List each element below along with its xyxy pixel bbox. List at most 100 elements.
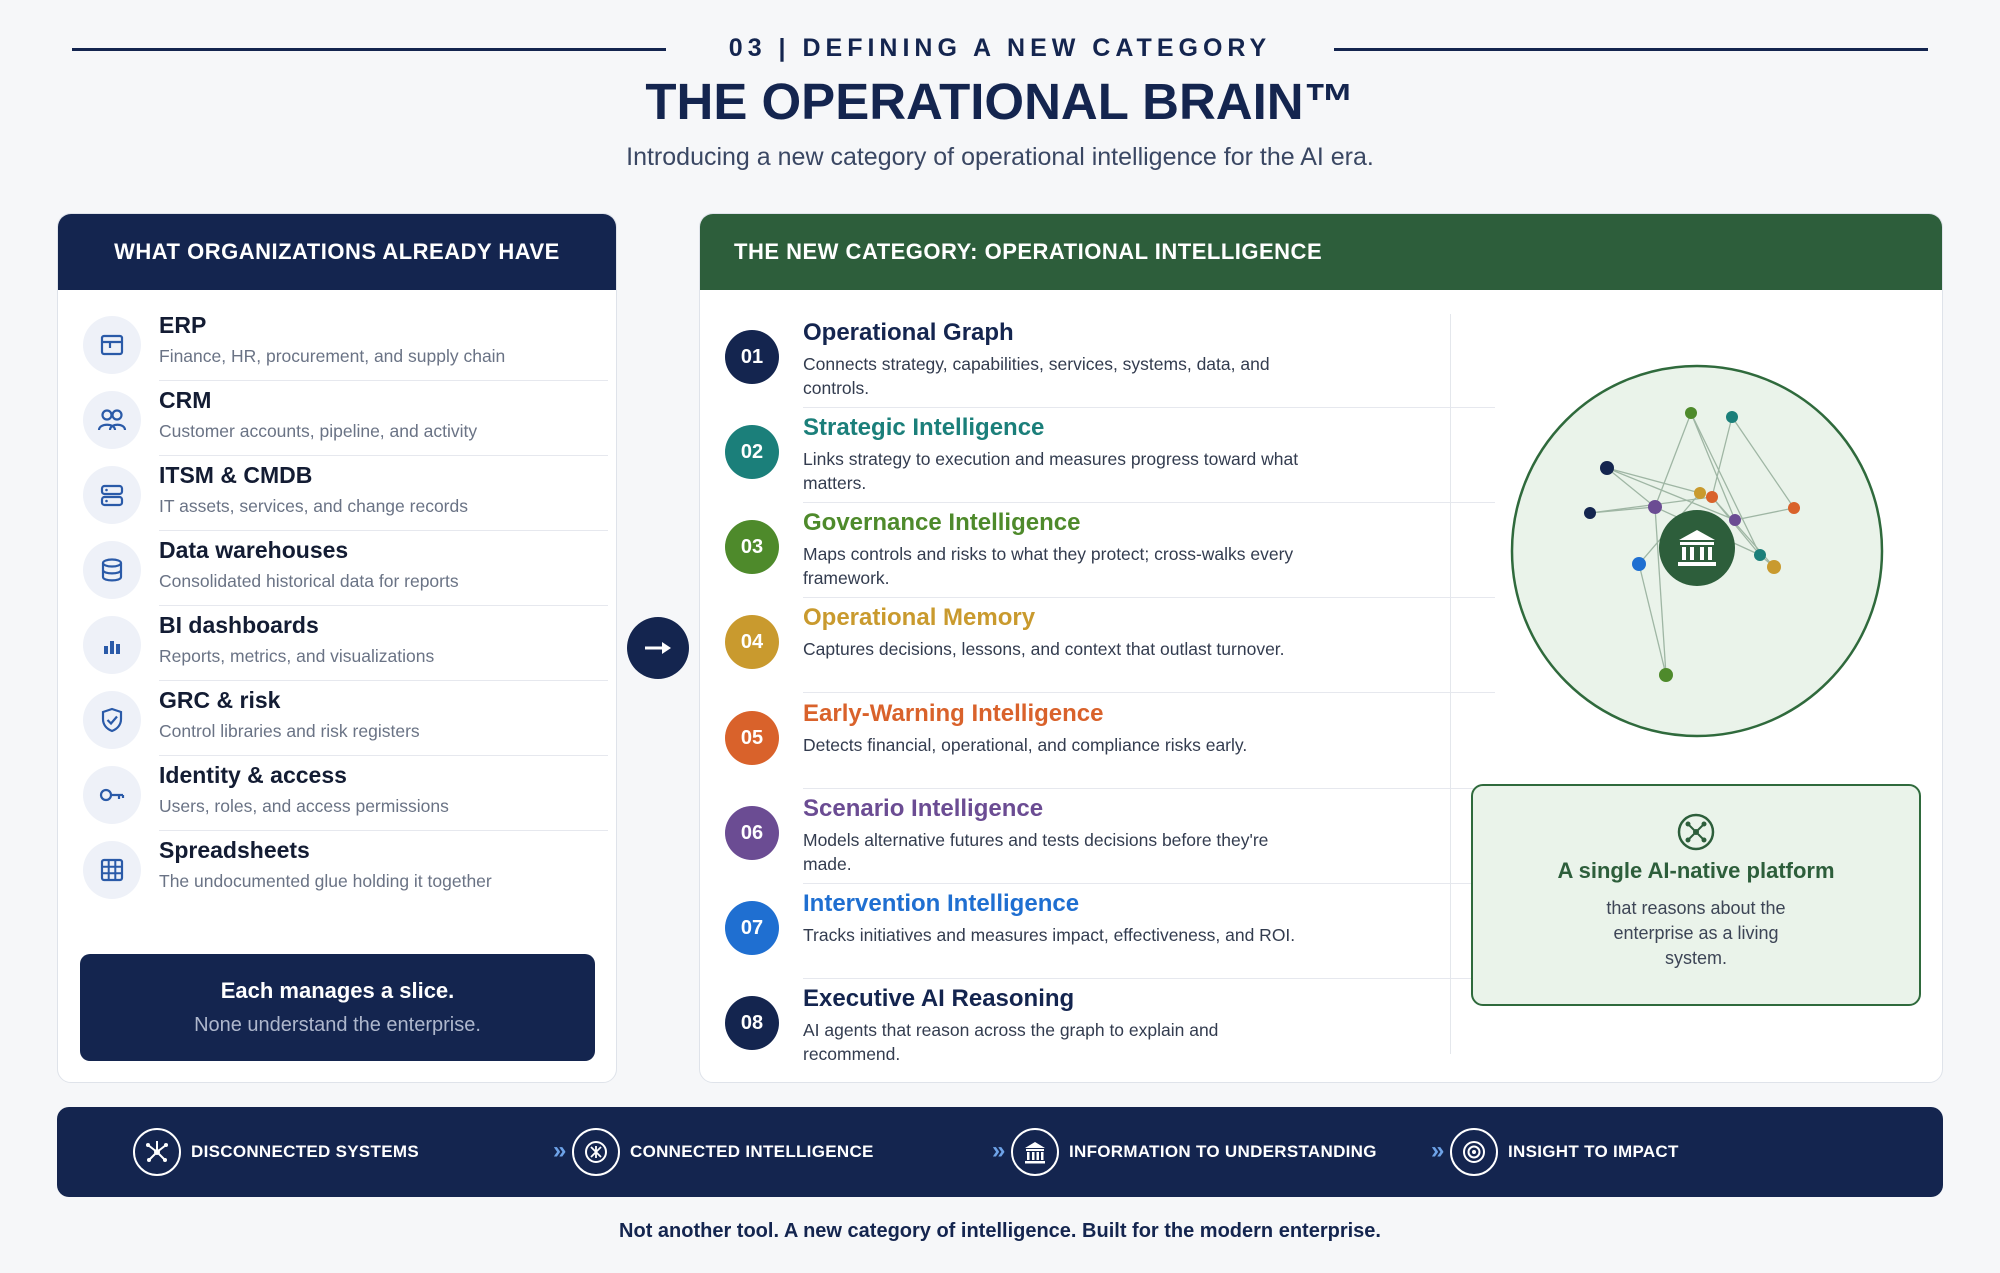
system-desc: Consolidated historical data for reports <box>159 571 459 591</box>
system-desc: Users, roles, and access permissions <box>159 796 449 816</box>
column-divider <box>1450 314 1451 1054</box>
divider <box>159 755 608 756</box>
scatter-nodes-icon <box>133 1128 181 1176</box>
institution-icon <box>1011 1128 1059 1176</box>
divider <box>159 605 608 606</box>
capability-name: Operational Memory <box>803 604 1036 631</box>
header-rule-left <box>72 48 666 51</box>
capability-desc: Captures decisions, lessons, and context… <box>803 639 1285 659</box>
new-category-heading: THE NEW CATEGORY: OPERATIONAL INTELLIGEN… <box>700 214 1942 290</box>
system-desc: Finance, HR, procurement, and supply cha… <box>159 346 506 366</box>
divider <box>803 692 1495 693</box>
flow-step-label: CONNECTED INTELLIGENCE <box>630 1142 874 1161</box>
divider <box>803 883 1495 884</box>
divider <box>803 978 1495 979</box>
capability-name: Governance Intelligence <box>803 509 1081 536</box>
system-name: CRM <box>159 387 212 413</box>
list-item: GRC & risk Control libraries and risk re… <box>83 687 608 764</box>
capability-item: 08 Executive AI Reasoning AI agents that… <box>725 985 1375 1082</box>
existing-systems-heading: WHAT ORGANIZATIONS ALREADY HAVE <box>58 214 616 290</box>
system-name: GRC & risk <box>159 687 281 713</box>
capability-item: 01 Operational Graph Connects strategy, … <box>725 319 1495 417</box>
capability-number: 04 <box>725 615 779 669</box>
system-desc: Customer accounts, pipeline, and activit… <box>159 421 478 441</box>
capability-number: 05 <box>725 711 779 765</box>
capability-number: 06 <box>725 806 779 860</box>
capability-item: 03 Governance Intelligence Maps controls… <box>725 509 1495 607</box>
database-icon <box>83 541 141 599</box>
target-icon <box>1450 1128 1498 1176</box>
capability-desc: Connects strategy, capabilities, service… <box>803 354 1270 398</box>
capability-number: 07 <box>725 901 779 955</box>
bar-chart-icon <box>83 616 141 674</box>
divider <box>159 680 608 681</box>
section-eyebrow: 03 | DEFINING A NEW CATEGORY <box>728 34 1272 62</box>
list-item: ITSM & CMDB IT assets, services, and cha… <box>83 462 608 539</box>
system-name: ERP <box>159 312 207 338</box>
capability-name: Executive AI Reasoning <box>803 985 1075 1012</box>
capability-name: Operational Graph <box>803 319 1014 346</box>
system-desc: IT assets, services, and change records <box>159 496 468 516</box>
divider <box>803 502 1495 503</box>
flow-step-label: DISCONNECTED SYSTEMS <box>191 1142 419 1161</box>
system-name: Spreadsheets <box>159 837 310 863</box>
flow-step-label: INSIGHT TO IMPACT <box>1508 1142 1679 1161</box>
existing-systems-list: ERP Finance, HR, procurement, and supply… <box>83 312 608 914</box>
institution-icon <box>1659 510 1735 586</box>
list-item: Spreadsheets The undocumented glue holdi… <box>83 837 608 914</box>
list-item: BI dashboards Reports, metrics, and visu… <box>83 612 608 689</box>
chevron-right-icon: » <box>1431 1137 1445 1164</box>
divider <box>803 597 1495 598</box>
divider <box>159 530 608 531</box>
connected-nodes-icon <box>572 1128 620 1176</box>
flow-step: CONNECTED INTELLIGENCE <box>572 1107 874 1197</box>
arrow-right-icon <box>627 617 689 679</box>
capability-desc: Detects financial, operational, and comp… <box>803 735 1248 755</box>
capability-name: Scenario Intelligence <box>803 795 1044 822</box>
list-item: ERP Finance, HR, procurement, and supply… <box>83 312 608 389</box>
capability-item: 07 Intervention Intelligence Tracks init… <box>725 890 1495 988</box>
platform-desc: that reasons about the enterprise as a l… <box>1606 898 1786 968</box>
system-name: Data warehouses <box>159 537 349 563</box>
header-rule-right <box>1334 48 1928 51</box>
slice-callout-subtitle: None understand the enterprise. <box>194 1014 481 1036</box>
list-item: Data warehouses Consolidated historical … <box>83 537 608 614</box>
capability-number: 03 <box>725 520 779 574</box>
capability-desc: Maps controls and risks to what they pro… <box>803 544 1294 588</box>
platform-callout: A single AI-native platform that reasons… <box>1471 784 1921 1006</box>
capability-name: Strategic Intelligence <box>803 414 1045 441</box>
new-category-panel: THE NEW CATEGORY: OPERATIONAL INTELLIGEN… <box>699 213 1943 1083</box>
system-name: ITSM & CMDB <box>159 462 313 488</box>
graph-nodes <box>1584 407 1800 682</box>
capability-item: 04 Operational Memory Captures decisions… <box>725 604 1495 702</box>
capability-item: 05 Early-Warning Intelligence Detects fi… <box>725 700 1495 798</box>
capability-number: 01 <box>725 330 779 384</box>
capability-name: Intervention Intelligence <box>803 890 1080 917</box>
system-name: Identity & access <box>159 762 347 788</box>
list-item: Identity & access Users, roles, and acce… <box>83 762 608 839</box>
capability-item: 06 Scenario Intelligence Models alternat… <box>725 795 1495 893</box>
capability-desc: Links strategy to execution and measures… <box>803 449 1299 493</box>
divider <box>159 830 608 831</box>
footer-tagline: Not another tool. A new category of inte… <box>619 1220 1381 1242</box>
page-title: THE OPERATIONAL BRAIN™ <box>645 73 1355 130</box>
network-hub-icon <box>1676 812 1716 852</box>
page-subtitle: Introducing a new category of operationa… <box>626 143 1374 171</box>
system-desc: The undocumented glue holding it togethe… <box>159 871 492 891</box>
capability-item: 02 Strategic Intelligence Links strategy… <box>725 414 1495 512</box>
flow-step: INSIGHT TO IMPACT <box>1450 1107 1679 1197</box>
chevron-right-icon: » <box>553 1137 567 1164</box>
capability-number: 08 <box>725 996 779 1050</box>
key-icon <box>83 766 141 824</box>
system-name: BI dashboards <box>159 612 319 638</box>
flow-step: DISCONNECTED SYSTEMS <box>133 1107 419 1197</box>
divider <box>803 788 1495 789</box>
capability-desc: AI agents that reason across the graph t… <box>803 1020 1219 1064</box>
grid-icon <box>83 841 141 899</box>
existing-systems-panel: WHAT ORGANIZATIONS ALREADY HAVE ERP Fina… <box>57 213 617 1083</box>
users-icon <box>83 391 141 449</box>
slice-callout: Each manages a slice. None understand th… <box>80 954 595 1061</box>
slice-callout-title: Each manages a slice. <box>220 978 455 1003</box>
capability-name: Early-Warning Intelligence <box>803 700 1104 727</box>
platform-title: A single AI-native platform <box>1557 858 1835 883</box>
